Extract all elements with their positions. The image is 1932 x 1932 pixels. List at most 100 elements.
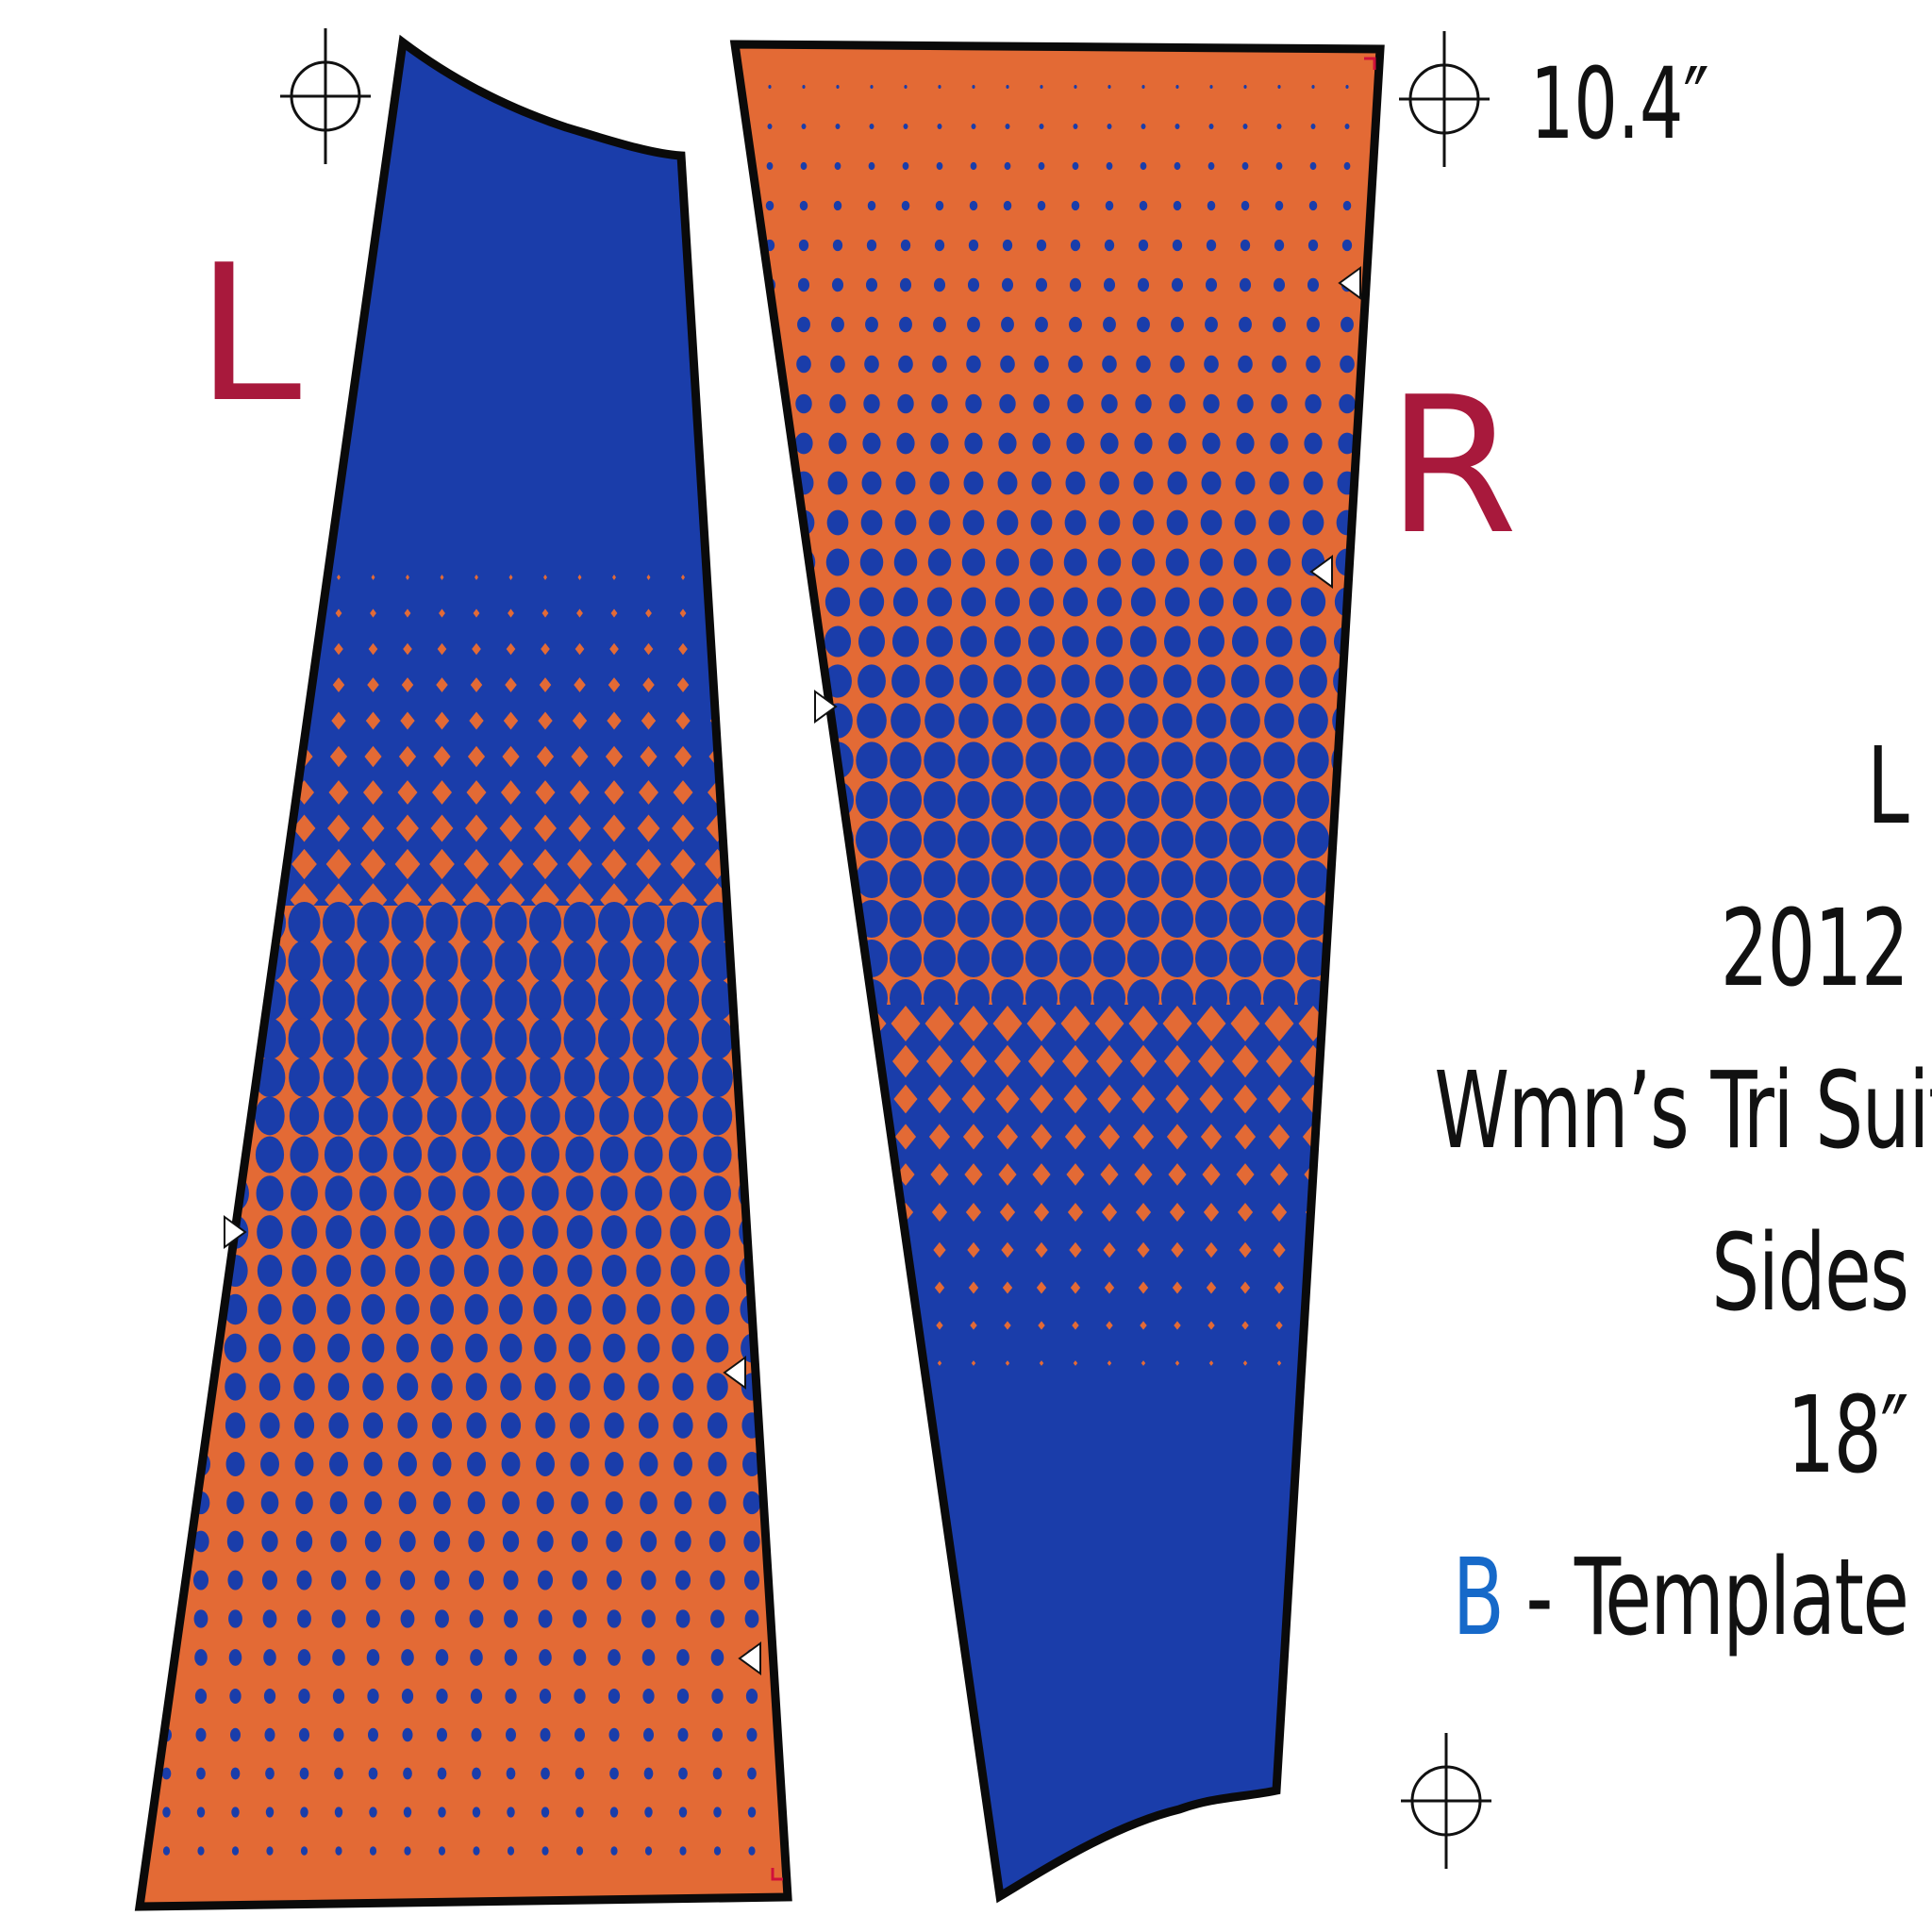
halftone-dot xyxy=(507,1807,515,1818)
halftone-dot xyxy=(188,848,214,880)
halftone-dot xyxy=(1200,509,1223,536)
halftone-dot xyxy=(470,1688,483,1705)
halftone-dot xyxy=(667,979,699,1021)
halftone-dot xyxy=(140,745,142,768)
halftone-dot xyxy=(958,781,990,819)
halftone-dot xyxy=(1027,625,1056,658)
halftone-dot xyxy=(599,1096,629,1136)
halftone-dot xyxy=(329,1491,348,1515)
halftone-dot xyxy=(865,1241,878,1258)
halftone-dot xyxy=(994,587,1021,617)
halftone-dot xyxy=(1102,355,1117,374)
halftone-dot xyxy=(569,1373,591,1401)
halftone-dot xyxy=(831,316,844,333)
halftone-dot xyxy=(1229,821,1261,858)
halftone-dot xyxy=(358,1136,388,1174)
halftone-dot xyxy=(863,393,880,414)
halftone-dot xyxy=(1097,548,1122,576)
halftone-dot xyxy=(1263,741,1295,779)
halftone-dot xyxy=(429,848,455,880)
halftone-dot xyxy=(1103,277,1116,292)
halftone-dot xyxy=(675,1609,691,1628)
halftone-dot xyxy=(1307,239,1319,252)
halftone-dot xyxy=(772,1136,788,1174)
halftone-dot xyxy=(292,1333,316,1363)
halftone-dot xyxy=(229,1688,242,1705)
halftone-dot xyxy=(161,642,172,656)
halftone-dot xyxy=(1129,1044,1158,1078)
halftone-dot xyxy=(406,575,409,580)
halftone-dot xyxy=(1263,781,1295,819)
halftone-dot xyxy=(140,1057,148,1098)
halftone-dot xyxy=(364,1491,382,1515)
halftone-dot xyxy=(360,848,386,880)
halftone-dot xyxy=(1093,741,1125,779)
halftone-dot xyxy=(890,860,922,898)
halftone-dot xyxy=(532,1254,558,1288)
halftone-dot xyxy=(398,1491,417,1515)
halftone-dot xyxy=(151,1057,182,1098)
halftone-dot xyxy=(935,200,944,211)
halftone-dot xyxy=(163,608,170,618)
halftone-dot xyxy=(896,1163,915,1186)
halftone-dot xyxy=(1073,123,1078,130)
halftone-dot xyxy=(571,1530,589,1553)
halftone-dot xyxy=(702,1096,733,1136)
halftone-dot xyxy=(789,1006,819,1041)
halftone-dot xyxy=(1059,900,1091,938)
halftone-dot xyxy=(153,1215,180,1249)
halftone-dot xyxy=(993,664,1022,698)
halftone-dot xyxy=(428,1215,456,1249)
halftone-dot xyxy=(140,1333,143,1363)
halftone-dot xyxy=(832,239,843,252)
halftone-dot xyxy=(1094,703,1124,739)
halftone-dot xyxy=(774,1293,788,1325)
halftone-dot xyxy=(669,1175,697,1211)
halftone-dot xyxy=(792,1124,815,1150)
halftone-dot xyxy=(158,1570,175,1591)
halftone-dot xyxy=(194,677,208,692)
halftone-dot xyxy=(1026,1006,1057,1041)
halftone-dot xyxy=(1236,432,1255,455)
halftone-dot xyxy=(1341,239,1353,252)
halftone-dot xyxy=(1341,316,1354,333)
halftone-dot xyxy=(403,1807,412,1818)
halftone-dot xyxy=(868,161,875,171)
halftone-dot xyxy=(1268,1124,1291,1150)
halftone-dot xyxy=(461,1136,491,1174)
template-suffix: - Template xyxy=(1503,1537,1909,1659)
halftone-dot xyxy=(758,1124,781,1150)
halftone-dot xyxy=(965,393,982,414)
halftone-dot xyxy=(605,1491,624,1515)
halftone-dot xyxy=(831,277,844,292)
halftone-dot xyxy=(1026,703,1057,739)
halftone-dot xyxy=(154,1293,179,1325)
halftone-dot xyxy=(164,575,169,580)
halftone-dot xyxy=(708,1452,727,1476)
halftone-dot xyxy=(534,1333,557,1363)
halftone-dot xyxy=(329,745,348,768)
halftone-dot xyxy=(641,1649,656,1666)
halftone-dot xyxy=(1207,200,1216,211)
halftone-dot xyxy=(158,1491,175,1515)
halftone-dot xyxy=(291,1175,318,1211)
halftone-dot xyxy=(226,745,244,768)
halftone-dot xyxy=(504,1609,518,1628)
halftone-dot xyxy=(531,883,559,917)
halftone-dot xyxy=(366,1649,380,1666)
halftone-dot xyxy=(1027,664,1056,698)
halftone-dot xyxy=(469,1609,484,1628)
halftone-dot xyxy=(140,1096,147,1136)
halftone-dot xyxy=(194,1688,208,1705)
halftone-dot xyxy=(1239,316,1252,333)
halftone-dot xyxy=(398,1452,417,1476)
halftone-dot xyxy=(856,741,888,779)
halftone-dot xyxy=(1241,1321,1249,1330)
halftone-dot xyxy=(958,860,990,898)
halftone-dot xyxy=(958,821,990,858)
right-panel-outline xyxy=(729,40,1385,1904)
halftone-dot xyxy=(369,1807,377,1818)
halftone-dot xyxy=(1161,900,1193,938)
halftone-dot xyxy=(1095,664,1124,698)
halftone-dot xyxy=(1264,1006,1294,1041)
